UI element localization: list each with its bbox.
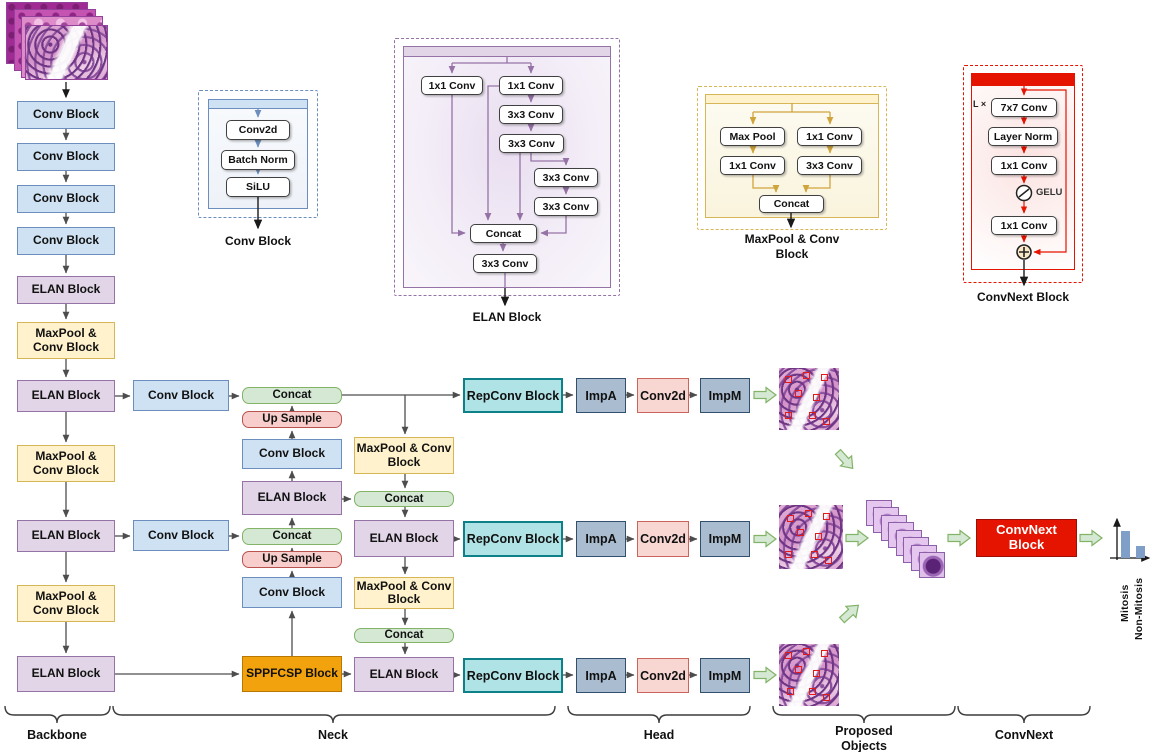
detail-elan-concat: Concat [470, 224, 537, 243]
bar-chart-axes [1110, 517, 1151, 562]
neck-sppfcsp-block: SPPFCSP Block [242, 656, 342, 692]
convnext-block-detail-header [972, 74, 1074, 86]
head-conv2d-row3: Conv2d [637, 658, 689, 693]
backbone-conv-block-3: Conv Block [17, 185, 115, 213]
head-impa-row1: ImpA [576, 378, 626, 413]
neck-elan-block-3: ELAN Block [354, 657, 454, 692]
backbone-elan-block-3: ELAN Block [17, 520, 115, 552]
detail-conv2d: Conv2d [226, 120, 290, 140]
gelu-label: GELU [1036, 187, 1063, 198]
detail-cn-1x1-conv-2: 1x1 Conv [991, 216, 1057, 235]
backbone-maxpool-block-1: MaxPool & Conv Block [17, 322, 115, 359]
neck-conv-block-2: Conv Block [242, 577, 342, 608]
flow-arrow [753, 386, 777, 404]
detail-7x7-conv: 7x7 Conv [991, 98, 1057, 117]
detail-cn-1x1-conv-1: 1x1 Conv [991, 156, 1057, 175]
detail-mp-1x1-conv-left: 1x1 Conv [720, 156, 785, 175]
neck-conv-block-mid: Conv Block [133, 520, 229, 551]
head-repconv-row1: RepConv Block [463, 378, 563, 413]
repeat-count-label: L × [973, 99, 987, 109]
detail-mp-1x1-conv-right: 1x1 Conv [797, 127, 862, 146]
bar-label-non-mitosis: Non-Mitosis [1133, 577, 1145, 640]
backbone-elan-block-4: ELAN Block [17, 656, 115, 692]
flow-arrow [753, 530, 777, 548]
head-impm-row1: ImpM [700, 378, 750, 413]
head-repconv-row2: RepConv Block [463, 521, 563, 557]
neck-elan-block-2: ELAN Block [354, 520, 454, 557]
detail-layer-norm: Layer Norm [988, 127, 1058, 146]
head-impm-row2: ImpM [700, 521, 750, 557]
detail-1x1-conv-left: 1x1 Conv [421, 76, 483, 95]
backbone-maxpool-block-2: MaxPool & Conv Block [17, 445, 115, 482]
backbone-conv-block-1: Conv Block [17, 101, 115, 129]
convnext-block-detail-title: ConvNext Block [976, 290, 1070, 304]
flow-arrow [947, 529, 971, 547]
detail-3x3-conv-1: 3x3 Conv [499, 105, 563, 124]
section-label-proposed-2: Objects [841, 739, 887, 752]
detail-3x3-conv-out: 3x3 Conv [473, 254, 537, 273]
gelu-icon [1015, 184, 1033, 202]
bar-non-mitosis [1136, 546, 1145, 558]
section-label-backbone: Backbone [27, 728, 87, 742]
neck-concat-top: Concat [242, 387, 342, 404]
detail-1x1-conv-right: 1x1 Conv [499, 76, 563, 95]
backbone-conv-block-4: Conv Block [17, 227, 115, 255]
flow-arrow-diagonal [836, 599, 864, 627]
flow-arrow-diagonal [831, 446, 859, 474]
detail-mp-concat: Concat [759, 195, 824, 213]
maxpool-block-detail-outline [697, 86, 887, 230]
detail-max-pool: Max Pool [720, 127, 785, 146]
neck-conv-block-top: Conv Block [133, 380, 229, 411]
residual-add-icon [1016, 244, 1032, 260]
detail-batch-norm: Batch Norm [221, 150, 295, 170]
bar-mitosis [1121, 531, 1130, 558]
backbone-maxpool-block-3: MaxPool & Conv Block [17, 585, 115, 622]
head-impa-row2: ImpA [576, 521, 626, 557]
backbone-elan-block-2: ELAN Block [17, 380, 115, 412]
detail-3x3-conv-3: 3x3 Conv [534, 168, 598, 187]
detail-silu: SiLU [226, 177, 290, 197]
maxpool-block-detail-title-2: Block [775, 247, 809, 261]
maxpool-block-detail-title-1: MaxPool & Conv [744, 232, 840, 246]
detail-mp-3x3-conv: 3x3 Conv [797, 156, 862, 175]
neck-concat-2: Concat [354, 628, 454, 643]
flow-arrow [753, 666, 777, 684]
head-repconv-row3: RepConv Block [463, 658, 563, 693]
section-label-neck: Neck [318, 728, 348, 742]
neck-upsample-top: Up Sample [242, 411, 342, 428]
backbone-conv-block-2: Conv Block [17, 143, 115, 171]
neck-elan-block-1: ELAN Block [242, 481, 342, 515]
conv-block-detail-title: Conv Block [224, 234, 291, 248]
flow-arrow [845, 529, 869, 547]
head-impm-row3: ImpM [700, 658, 750, 693]
neck-maxpool-block-1: MaxPool & Conv Block [354, 437, 454, 474]
head-conv2d-row2: Conv2d [637, 521, 689, 557]
head-impa-row3: ImpA [576, 658, 626, 693]
neck-concat-mid: Concat [242, 528, 342, 545]
neck-maxpool-block-2: MaxPool & Conv Block [354, 577, 454, 609]
detection-image-row3 [779, 644, 839, 706]
bar-label-mitosis: Mitosis [1119, 584, 1131, 622]
detection-image-row1 [779, 368, 839, 430]
detail-3x3-conv-4: 3x3 Conv [534, 197, 598, 216]
elan-block-detail-outline [394, 38, 620, 296]
head-conv2d-row1: Conv2d [637, 378, 689, 413]
flow-arrow [1079, 529, 1103, 547]
input-image-front [25, 25, 108, 80]
section-label-convnext: ConvNext [994, 728, 1054, 742]
detection-image-row2 [779, 505, 843, 569]
section-label-proposed-1: Proposed [835, 724, 893, 738]
neck-upsample-mid: Up Sample [242, 551, 342, 568]
detail-3x3-conv-2: 3x3 Conv [499, 134, 564, 153]
neck-conv-block-1: Conv Block [242, 439, 342, 469]
neck-concat-1: Concat [354, 491, 454, 507]
section-braces [4, 705, 1091, 724]
section-label-head: Head [643, 728, 675, 742]
convnext-block: ConvNext Block [976, 519, 1077, 557]
backbone-elan-block-1: ELAN Block [17, 276, 115, 304]
elan-block-detail-title: ELAN Block [472, 310, 542, 324]
